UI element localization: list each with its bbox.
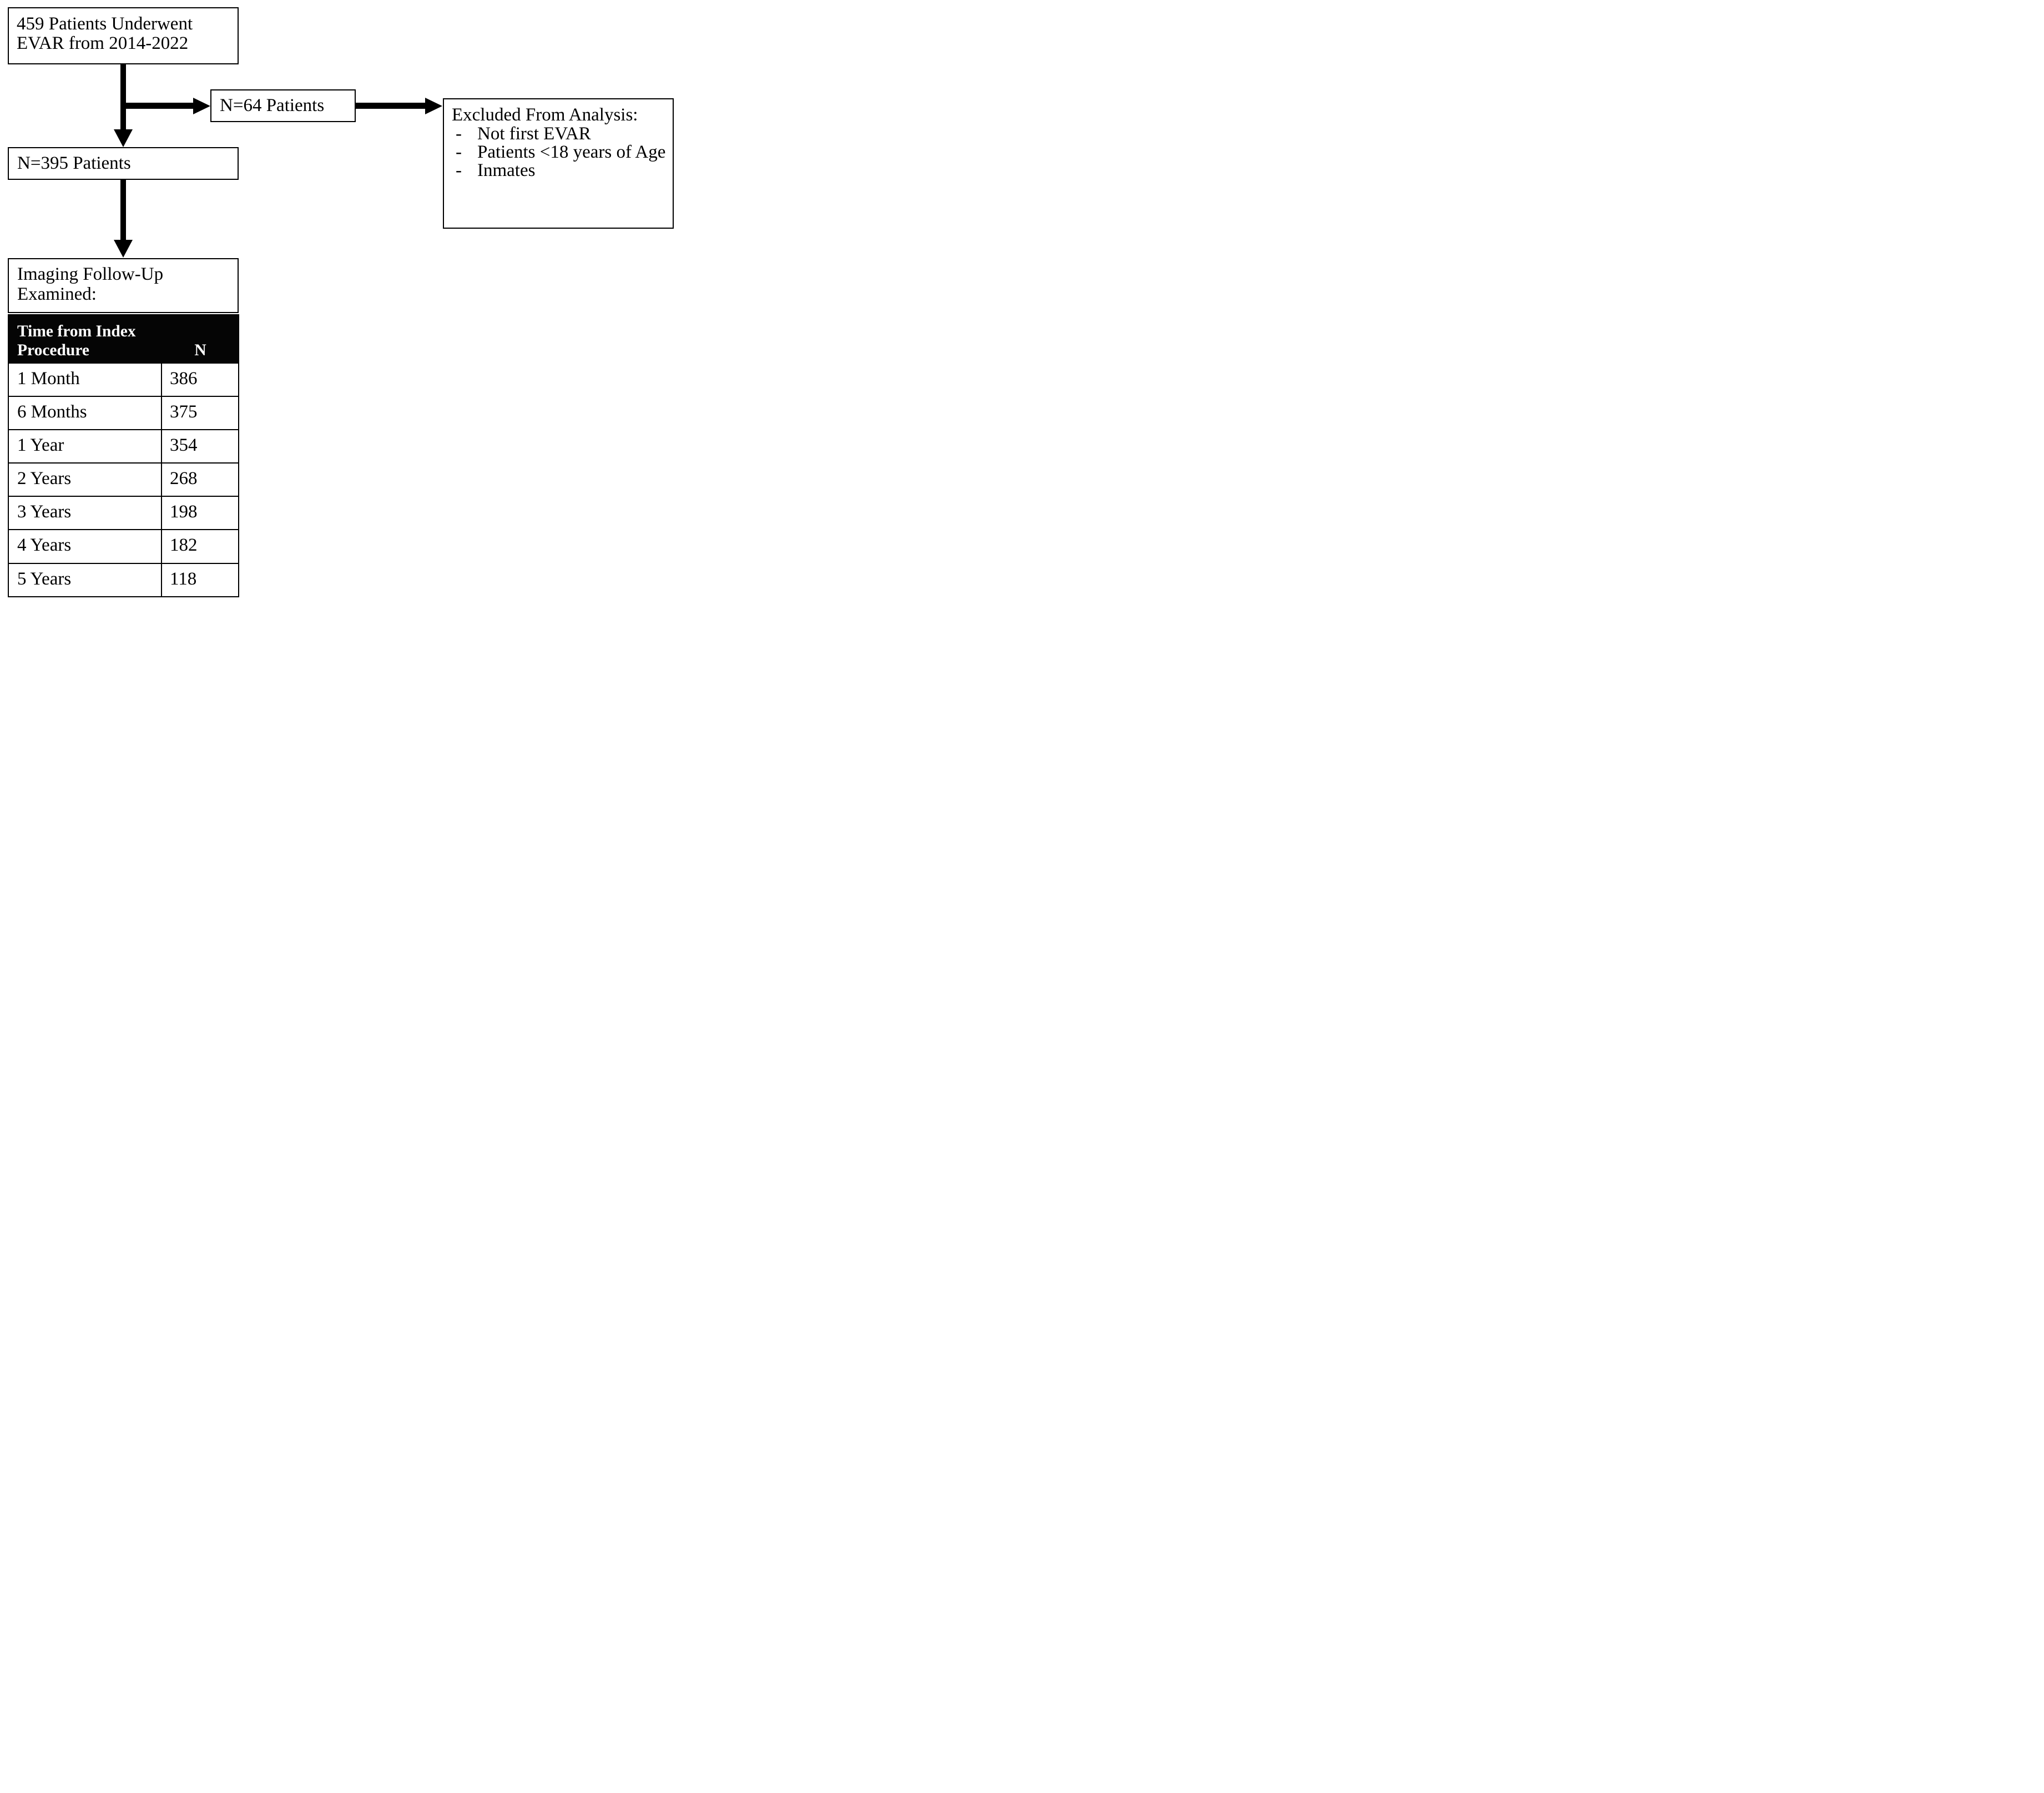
header-n: N [194, 341, 206, 359]
box-imaging-followup: Imaging Follow-Up Examined: [8, 258, 239, 313]
followup-table: Time from Index Procedure N 1 Month 386 … [8, 314, 239, 597]
table-row-value: 354 [170, 435, 198, 456]
table-row-value: 118 [170, 568, 197, 589]
exclusion-item: - Patients <18 years of Age [452, 143, 668, 162]
header-col1-line2: Procedure [17, 341, 89, 359]
table-row: 3 Years 198 [9, 496, 238, 530]
exclusion-item-dash: - [456, 142, 462, 162]
exclusion-item-dash: - [456, 124, 462, 144]
arrow-down-2-stem [120, 180, 126, 240]
table-row-value: 268 [170, 469, 198, 489]
exclusion-item: - Inmates [452, 162, 668, 180]
exclusion-item-dash: - [456, 160, 462, 180]
exclusion-item-text: Not first EVAR [477, 124, 591, 144]
exclusion-title: Excluded From Analysis: [452, 105, 638, 125]
table-row: 1 Year 354 [9, 429, 238, 463]
exclusion-item: - Not first EVAR [452, 125, 668, 143]
table-row-label: 3 Years [9, 497, 162, 530]
exclusion-item-text: Inmates [477, 160, 536, 180]
arrow-down-1-head-icon [114, 129, 133, 147]
table-row-value: 182 [170, 535, 198, 556]
initial-cohort-line2: EVAR from 2014-2022 [17, 33, 189, 53]
box-excluded-count: N=64 Patients [210, 89, 356, 122]
arrow-right-2-head-icon [425, 98, 442, 114]
box-initial-cohort: 459 Patients Underwent EVAR from 2014-20… [8, 7, 239, 64]
table-row: 6 Months 375 [9, 396, 238, 430]
table-row: 2 Years 268 [9, 462, 238, 496]
arrow-down-1-stem [120, 64, 126, 130]
excluded-count-label: N=64 Patients [220, 95, 325, 115]
table-row-label: 2 Years [9, 464, 162, 496]
imaging-followup-line1: Imaging Follow-Up [17, 264, 164, 284]
table-row-label: 5 Years [9, 563, 162, 596]
followup-table-header: Time from Index Procedure N [9, 315, 238, 362]
followup-table-body: 1 Month 386 6 Months 375 1 Year 354 2 Ye… [9, 362, 238, 596]
exclusion-list: - Not first EVAR - Patients <18 years of… [452, 125, 668, 180]
initial-cohort-line1: 459 Patients Underwent [17, 14, 193, 34]
table-row: 1 Month 386 [9, 362, 238, 396]
box-included-count: N=395 Patients [8, 147, 239, 180]
header-col1-line1: Time from Index [17, 323, 136, 340]
table-row: 5 Years 118 [9, 562, 238, 596]
included-count-label: N=395 Patients [17, 153, 131, 173]
table-row-label: 1 Month [9, 364, 162, 396]
table-row-value: 198 [170, 502, 198, 522]
table-row-label: 4 Years [9, 530, 162, 563]
table-row-label: 1 Year [9, 430, 162, 463]
arrow-down-2-head-icon [114, 240, 133, 258]
table-row-value: 386 [170, 369, 198, 389]
exclusion-item-text: Patients <18 years of Age [477, 142, 666, 162]
table-row-label: 6 Months [9, 397, 162, 430]
arrow-right-1-head-icon [193, 98, 210, 114]
header-time-from-index: Time from Index Procedure [9, 315, 238, 360]
imaging-followup-line2: Examined: [17, 284, 97, 304]
patient-flow-diagram: 459 Patients Underwent EVAR from 2014-20… [0, 0, 682, 598]
table-row: 4 Years 182 [9, 529, 238, 563]
arrow-right-1-stem [120, 103, 193, 109]
table-row-value: 375 [170, 402, 198, 422]
arrow-right-2-stem [356, 103, 425, 109]
box-exclusion-reasons: Excluded From Analysis: - Not first EVAR… [443, 98, 674, 229]
